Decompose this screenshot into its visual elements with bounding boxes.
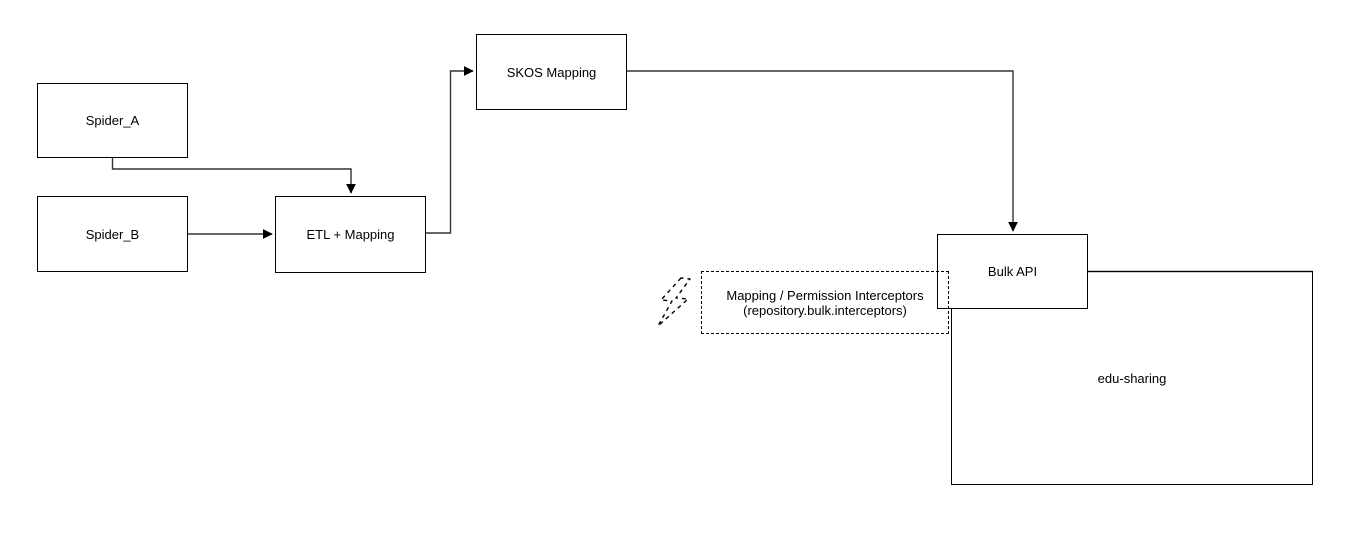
node-spider-b[interactable]: Spider_B <box>37 196 188 272</box>
edge-spider-a-to-etl <box>111 158 356 194</box>
edge-etl-to-skos <box>426 66 474 234</box>
node-interceptors-label-line2: (repository.bulk.interceptors) <box>743 302 907 318</box>
node-spider-b-label: Spider_B <box>85 226 140 242</box>
node-spider-a-label: Spider_A <box>85 113 140 128</box>
node-etl-mapping[interactable]: ETL + Mapping <box>275 196 426 273</box>
node-bulk-api-label: Bulk API <box>987 264 1038 279</box>
edge-skos-to-bulk-api <box>627 70 1018 232</box>
lightning-bolt-icon <box>657 277 691 327</box>
node-etl-mapping-label: ETL + Mapping <box>306 227 395 242</box>
node-edu-sharing-label: edu-sharing <box>1097 371 1167 386</box>
node-bulk-api[interactable]: Bulk API <box>937 234 1088 309</box>
node-skos-mapping[interactable]: SKOS Mapping <box>476 34 627 110</box>
node-spider-a[interactable]: Spider_A <box>37 83 188 158</box>
node-interceptors-label-line1: Mapping / Permission Interceptors <box>726 287 924 303</box>
node-interceptors[interactable]: Mapping / Permission Interceptors (repos… <box>701 271 949 334</box>
node-skos-mapping-label: SKOS Mapping <box>506 64 597 80</box>
